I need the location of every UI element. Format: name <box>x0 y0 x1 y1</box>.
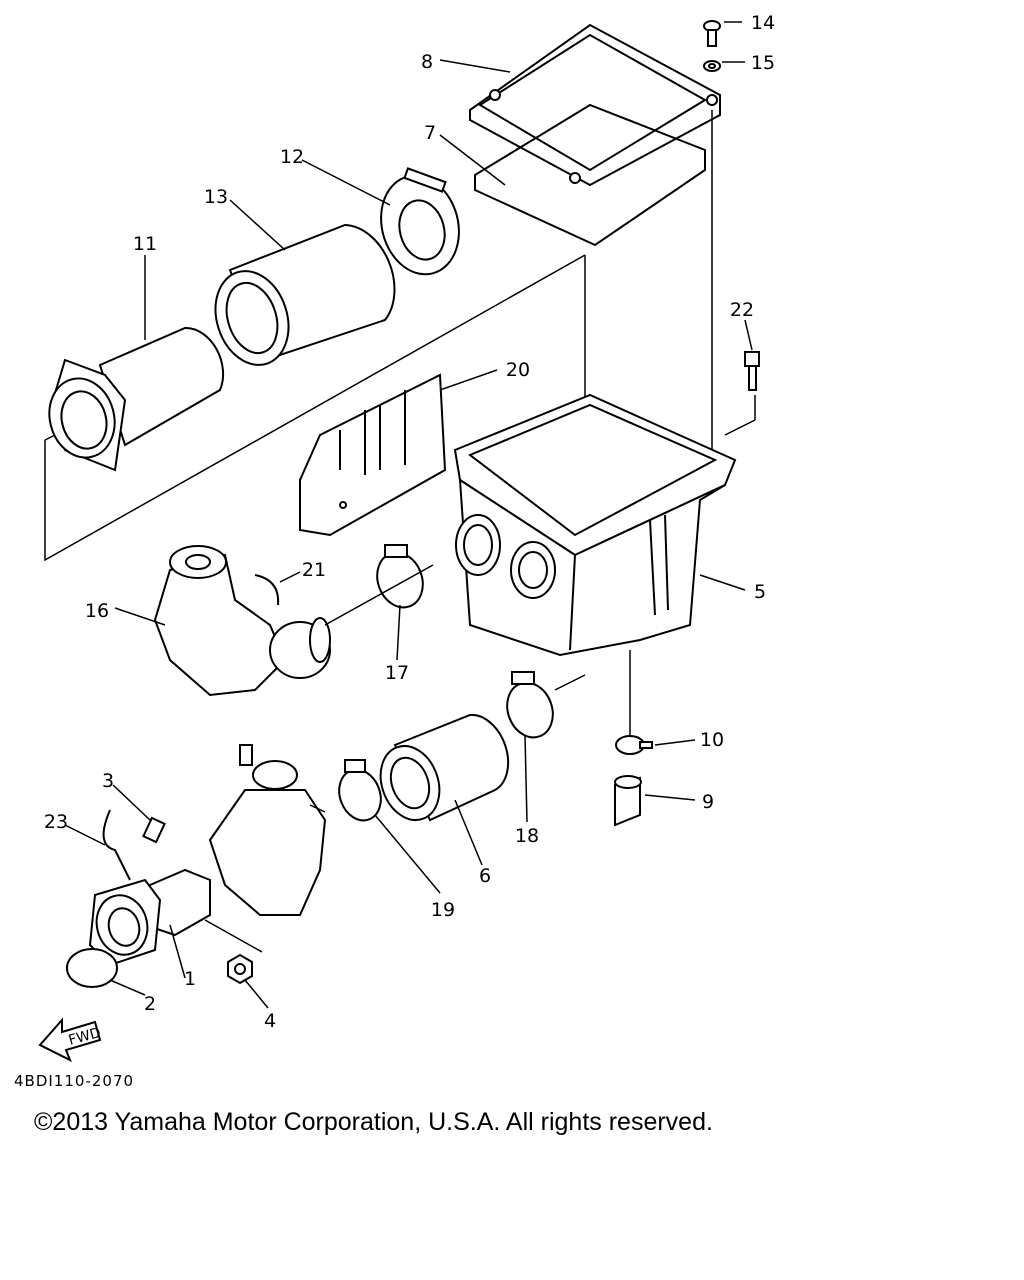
forward-arrow-icon: FWD <box>38 1017 103 1063</box>
callout-19: 19 <box>431 899 455 921</box>
o-ring <box>66 948 118 988</box>
callout-12: 12 <box>280 146 304 168</box>
hose-clamp-19 <box>338 759 382 822</box>
drain-clamp <box>615 735 653 755</box>
callout-4: 4 <box>264 1010 276 1032</box>
copyright-notice: ©2013 Yamaha Motor Corporation, U.S.A. A… <box>34 1108 713 1136</box>
callout-8: 8 <box>421 51 433 73</box>
callout-3: 3 <box>102 770 114 792</box>
callout-1: 1 <box>184 968 196 990</box>
callout-10: 10 <box>700 729 724 751</box>
cover-gasket <box>474 103 706 247</box>
drawing-code: 4BDI110-2070 <box>14 1072 135 1090</box>
callout-17: 17 <box>385 662 409 684</box>
adjust-screw <box>142 816 166 844</box>
airbox-cover <box>469 23 721 187</box>
intake-elbow <box>153 545 331 697</box>
foam-filter <box>214 223 396 366</box>
callout-15: 15 <box>751 52 775 74</box>
callout-9: 9 <box>702 791 714 813</box>
callout-16: 16 <box>85 600 109 622</box>
screw <box>703 20 721 47</box>
hose-clamp-17 <box>376 544 424 609</box>
washer <box>703 60 721 72</box>
carburetor-body <box>208 744 327 916</box>
callout-6: 6 <box>479 865 491 887</box>
wire-clip <box>102 809 131 881</box>
seal-plate <box>299 373 447 537</box>
callout-22: 22 <box>730 299 754 321</box>
leader-lines <box>64 21 756 1009</box>
callout-20: 20 <box>506 359 530 381</box>
breather-hose <box>254 574 280 606</box>
hose-clamp-18 <box>506 671 554 739</box>
nut <box>227 953 253 985</box>
callouts: 1 2 3 4 5 6 7 8 9 10 11 12 13 14 15 16 1… <box>44 12 775 1032</box>
airbox-case <box>453 393 737 657</box>
callout-18: 18 <box>515 825 539 847</box>
drain-cap <box>614 775 642 827</box>
bolt <box>744 351 760 391</box>
callout-23: 23 <box>44 811 68 833</box>
callout-14: 14 <box>751 12 775 34</box>
filter-cap <box>380 167 460 276</box>
callout-7: 7 <box>424 122 436 144</box>
callout-11: 11 <box>133 233 157 255</box>
intake-joint <box>379 713 510 822</box>
callout-5: 5 <box>754 581 766 603</box>
callout-13: 13 <box>204 186 228 208</box>
callout-21: 21 <box>302 559 326 581</box>
intake-manifold <box>88 868 211 967</box>
filter-guide <box>48 326 225 472</box>
callout-2: 2 <box>144 993 156 1015</box>
